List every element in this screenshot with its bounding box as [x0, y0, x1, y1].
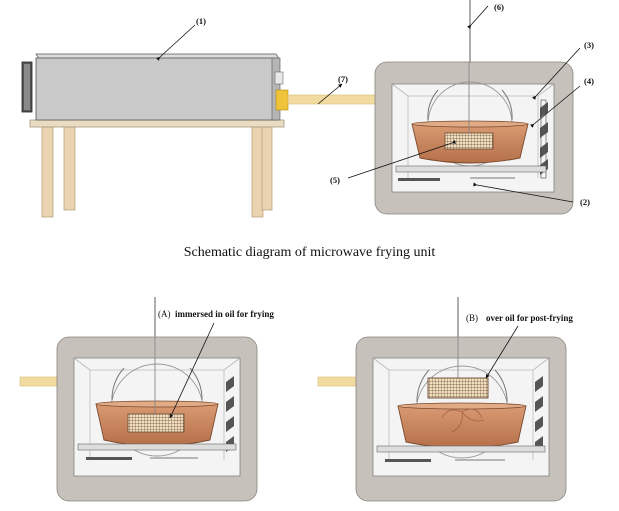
frying-basket	[427, 377, 489, 399]
side-rack-right	[535, 376, 543, 452]
panel-b-post-frying	[317, 297, 567, 502]
panel-a-immersed	[19, 297, 258, 502]
callout-line-5	[347, 139, 457, 179]
callout-1-label: (1)	[196, 16, 206, 26]
table-leg	[41, 124, 54, 218]
table-leg	[251, 124, 264, 218]
oil-bowl-rim	[95, 400, 219, 408]
callout-line-3	[532, 47, 581, 101]
frying-basket	[127, 413, 185, 433]
callout-line-1	[155, 24, 196, 61]
tray	[395, 165, 547, 173]
callout-line-2	[473, 182, 574, 203]
stirrer-blade	[427, 89, 513, 121]
support-tube	[317, 376, 359, 387]
stirrer-blade	[111, 367, 203, 401]
frying-basket	[444, 132, 494, 150]
support-tube	[287, 94, 379, 105]
microwave-side-panel	[271, 57, 281, 121]
callout-5-label: (5)	[330, 175, 340, 185]
support-tube	[19, 376, 61, 387]
oil-bowl-rim	[411, 120, 529, 128]
panel-a-arrow	[169, 322, 215, 419]
control-strip	[385, 459, 431, 462]
stirrer-swirl	[441, 408, 485, 433]
control-strip	[86, 457, 132, 460]
panel-b-label: over oil for post-frying	[486, 313, 573, 323]
door-handle-highlight	[24, 64, 30, 110]
front-view-cavity	[374, 0, 574, 215]
panel-b-prefix: (B)	[466, 313, 478, 323]
cavity-back-edge	[391, 83, 555, 97]
panel-a-prefix: (A)	[158, 309, 171, 319]
panel-a-label: immersed in oil for frying	[175, 309, 274, 319]
side-view-microwave-unit	[21, 53, 289, 218]
callout-2-label: (2)	[580, 197, 590, 207]
cavity-back-edge	[73, 357, 241, 371]
cavity-back-edge	[372, 357, 550, 371]
panel-b-arrow	[485, 325, 519, 379]
microwave-body	[35, 57, 277, 121]
callout-4-label: (4)	[584, 76, 594, 86]
stirrer-blade	[416, 369, 508, 403]
tray	[77, 443, 237, 451]
tray	[376, 445, 546, 453]
side-fixture	[274, 71, 284, 85]
control-strip	[398, 178, 440, 181]
oil-bowl-rim	[397, 402, 527, 410]
figure-caption: Schematic diagram of microwave frying un…	[183, 245, 436, 260]
callout-6-label: (6)	[494, 2, 504, 12]
callout-line-6	[467, 5, 489, 30]
table-leg	[63, 124, 76, 211]
callout-7-label: (7)	[338, 74, 348, 84]
table-top	[29, 119, 285, 128]
callout-line-4	[529, 85, 581, 128]
table-leg	[261, 124, 273, 211]
callout-line-7	[317, 83, 343, 105]
tube-connector	[275, 89, 289, 111]
callout-3-label: (3)	[584, 40, 594, 50]
